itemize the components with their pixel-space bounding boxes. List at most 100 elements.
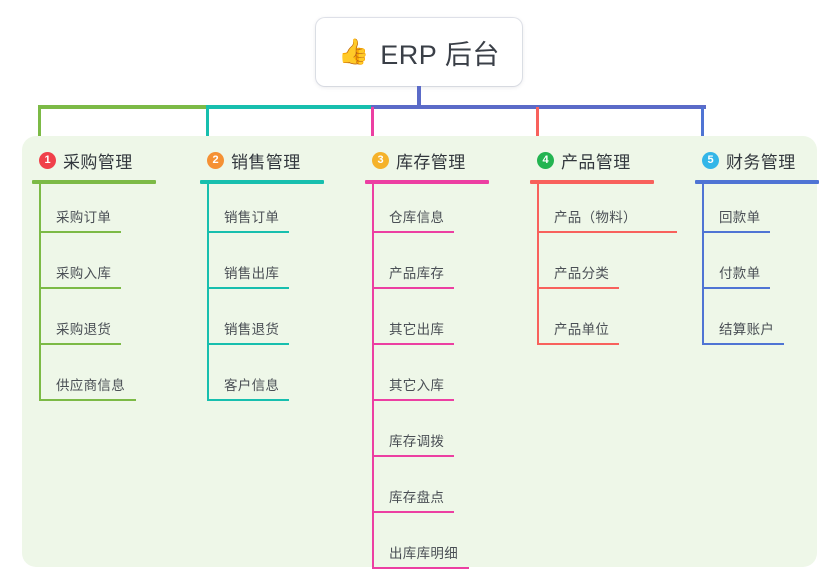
branch-item-rule [702, 231, 770, 233]
branch-item-rule [702, 287, 770, 289]
branch-item[interactable]: 产品单位 [520, 296, 670, 352]
branch-item-rule [702, 343, 784, 345]
branch-item-label: 仓库信息 [389, 210, 445, 225]
root-node-card[interactable]: 👍 ERP 后台 [316, 18, 522, 86]
branch-item[interactable]: 出库库明细 [355, 520, 505, 576]
connector-drop-5 [701, 107, 704, 153]
branch-item-rule [39, 287, 121, 289]
branch-item-rule [39, 343, 121, 345]
branch-item-rule [207, 287, 289, 289]
branch-header-rule [530, 180, 654, 184]
branch-item[interactable]: 客户信息 [190, 352, 340, 408]
branch-item[interactable]: 销售出库 [190, 240, 340, 296]
branch-item-label: 采购订单 [56, 210, 112, 225]
branch-item-rule [207, 399, 289, 401]
thumbs-up-icon: 👍 [338, 37, 370, 66]
branch-item-label: 回款单 [719, 210, 761, 225]
branch-item-rule [537, 287, 619, 289]
branch-header-4[interactable]: 4 产品管理 [520, 146, 670, 174]
branch-item-rule [207, 343, 289, 345]
branch-item-rule [537, 231, 677, 233]
branch-trunk-line [39, 184, 41, 401]
branch-column-1: 1 采购管理采购订单采购入库采购退货供应商信息 [22, 146, 172, 408]
root-drop-line [417, 86, 421, 107]
branch-item[interactable]: 库存盘点 [355, 464, 505, 520]
connector-drop-1 [38, 107, 41, 153]
branch-item[interactable]: 供应商信息 [22, 352, 172, 408]
branch-title: 销售管理 [231, 152, 301, 172]
branch-title: 采购管理 [63, 152, 133, 172]
branch-header-rule [200, 180, 324, 184]
branch-item[interactable]: 销售订单 [190, 184, 340, 240]
branch-item[interactable]: 结算账户 [685, 296, 817, 352]
branch-item[interactable]: 回款单 [685, 184, 817, 240]
branch-item-rule [39, 231, 121, 233]
branch-panel: 1 采购管理采购订单采购入库采购退货供应商信息 2 销售管理销售订单销售出库销售退货客… [22, 136, 819, 569]
branch-item-list: 销售订单销售出库销售退货客户信息 [190, 184, 340, 408]
branch-item[interactable]: 其它出库 [355, 296, 505, 352]
branch-item-label: 产品（物料） [554, 210, 637, 225]
branch-item-rule [372, 511, 454, 513]
branch-title: 产品管理 [561, 152, 631, 172]
root-node-content: 👍 ERP 后台 [338, 33, 500, 72]
branch-header-1[interactable]: 1 采购管理 [22, 146, 172, 174]
branch-item-rule [372, 567, 469, 569]
branch-number-badge: 3 [372, 151, 389, 169]
branch-item-label: 销售订单 [224, 210, 280, 225]
branch-item-label: 结算账户 [719, 322, 775, 337]
branch-number-badge: 5 [702, 151, 719, 169]
connector-drop-2 [206, 107, 209, 153]
branch-item-label: 其它出库 [389, 322, 445, 337]
branch-item-rule [372, 231, 454, 233]
branch-item-label: 销售出库 [224, 266, 280, 281]
connector-drop-4 [536, 107, 539, 153]
branch-header-3[interactable]: 3 库存管理 [355, 146, 505, 174]
branch-item-rule [372, 455, 454, 457]
branch-item-rule [372, 399, 454, 401]
branch-trunk-line [207, 184, 209, 401]
branch-item[interactable]: 其它入库 [355, 352, 505, 408]
branch-title: 库存管理 [396, 152, 466, 172]
branch-item-list: 产品（物料） 产品分类产品单位 [520, 184, 677, 352]
branch-item-label: 客户信息 [224, 378, 280, 393]
branch-item-label: 产品库存 [389, 266, 445, 281]
branch-item-label: 其它入库 [389, 378, 445, 393]
branch-item[interactable]: 库存调拨 [355, 408, 505, 464]
branch-item[interactable]: 采购订单 [22, 184, 172, 240]
branch-item[interactable]: 产品分类 [520, 240, 670, 296]
branch-header-2[interactable]: 2 销售管理 [190, 146, 340, 174]
branch-item-list: 采购订单采购入库采购退货供应商信息 [22, 184, 172, 408]
branch-item-rule [372, 287, 454, 289]
connector-drop-3 [371, 107, 374, 153]
branch-header-rule [365, 180, 489, 184]
branch-item-rule [207, 231, 289, 233]
branch-item[interactable]: 仓库信息 [355, 184, 505, 240]
branch-column-2: 2 销售管理销售订单销售出库销售退货客户信息 [190, 146, 340, 408]
branch-item-label: 供应商信息 [56, 378, 125, 393]
branch-number-badge: 1 [39, 151, 56, 169]
branch-item-list: 仓库信息产品库存其它出库其它入库库存调拨库存盘点出库库明细 [355, 184, 505, 576]
branch-item[interactable]: 付款单 [685, 240, 817, 296]
branch-item-label: 出库库明细 [389, 546, 458, 561]
branch-item[interactable]: 销售退货 [190, 296, 340, 352]
branch-item[interactable]: 产品库存 [355, 240, 505, 296]
branch-item-label: 采购退货 [56, 322, 112, 337]
branch-column-4: 4 产品管理产品（物料） 产品分类产品单位 [520, 146, 677, 352]
branch-item-rule [537, 343, 619, 345]
branch-number-badge: 4 [537, 151, 554, 169]
connector-hbar-segment-2 [206, 105, 374, 109]
branch-header-rule [695, 180, 819, 184]
branch-trunk-line [537, 184, 539, 345]
branch-trunk-line [702, 184, 704, 345]
branch-item[interactable]: 采购入库 [22, 240, 172, 296]
branch-header-rule [32, 180, 156, 184]
branch-column-3: 3 库存管理仓库信息产品库存其它出库其它入库库存调拨库存盘点出库库明细 [355, 146, 505, 576]
branch-number-badge: 2 [207, 151, 224, 169]
branch-item-label: 销售退货 [224, 322, 280, 337]
branch-item[interactable]: 产品（物料） [520, 184, 677, 240]
branch-item[interactable]: 采购退货 [22, 296, 172, 352]
branch-item-label: 产品单位 [554, 322, 610, 337]
